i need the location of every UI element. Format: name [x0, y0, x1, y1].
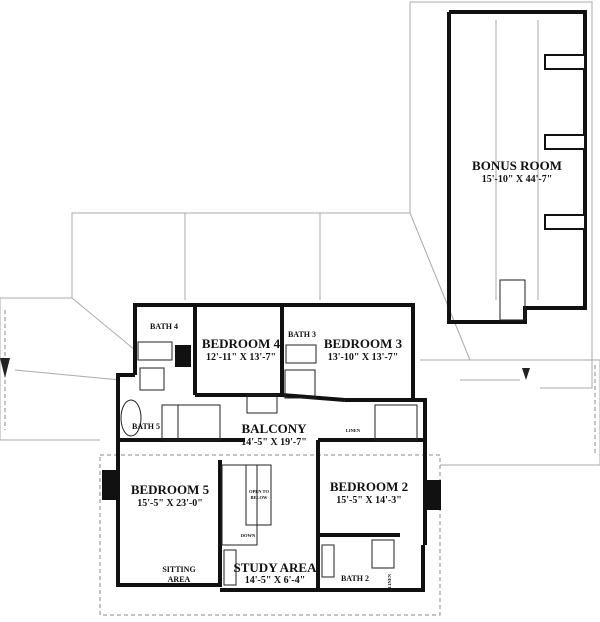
roof-outline — [0, 1, 600, 466]
bath5-label: BATH 5 — [132, 422, 160, 431]
open-to-below-label-2: BELOW — [250, 495, 268, 500]
bedroom5-dims: 15'-5" X 23'-0" — [137, 498, 203, 509]
bath4-label: BATH 4 — [150, 322, 178, 331]
bedroom2-dims: 15'-5" X 14'-3" — [336, 495, 402, 506]
open-to-below-label-1: OPEN TO — [249, 489, 269, 494]
stair-down-label: DOWN — [241, 533, 256, 538]
bedroom3-label: BEDROOM 3 — [324, 336, 403, 351]
bedroom4-label: BEDROOM 4 — [202, 336, 281, 351]
bath2-label: BATH 2 — [341, 574, 369, 583]
bonus-room-walls — [447, 10, 587, 324]
bath3-label: BATH 3 — [288, 330, 316, 339]
bonus-room-label: BONUS ROOM — [472, 158, 562, 173]
linen-bath2-label: LINEN — [387, 573, 392, 588]
main-walls — [0, 303, 530, 592]
balcony-dims: 14'-5" X 19'-7" — [241, 437, 307, 448]
study-area-label: STUDY AREA — [234, 560, 318, 575]
study-area-dims: 14'-5" X 6'-4" — [245, 575, 306, 586]
bedroom2-label: BEDROOM 2 — [330, 479, 408, 494]
bedroom3-dims: 13'-10" X 13'-7" — [328, 352, 399, 363]
fixtures — [120, 341, 418, 586]
linen-balcony-label: LINEN — [346, 428, 361, 433]
sitting-area-label-2: AREA — [168, 575, 191, 584]
sitting-area-label-1: SITTING — [162, 565, 195, 574]
bedroom5-label: BEDROOM 5 — [131, 482, 210, 497]
bedroom4-dims: 12'-11" X 13'-7" — [206, 352, 276, 363]
bonus-room-dims: 15'-10" X 44'-7" — [482, 174, 553, 185]
balcony-label: BALCONY — [241, 421, 307, 436]
